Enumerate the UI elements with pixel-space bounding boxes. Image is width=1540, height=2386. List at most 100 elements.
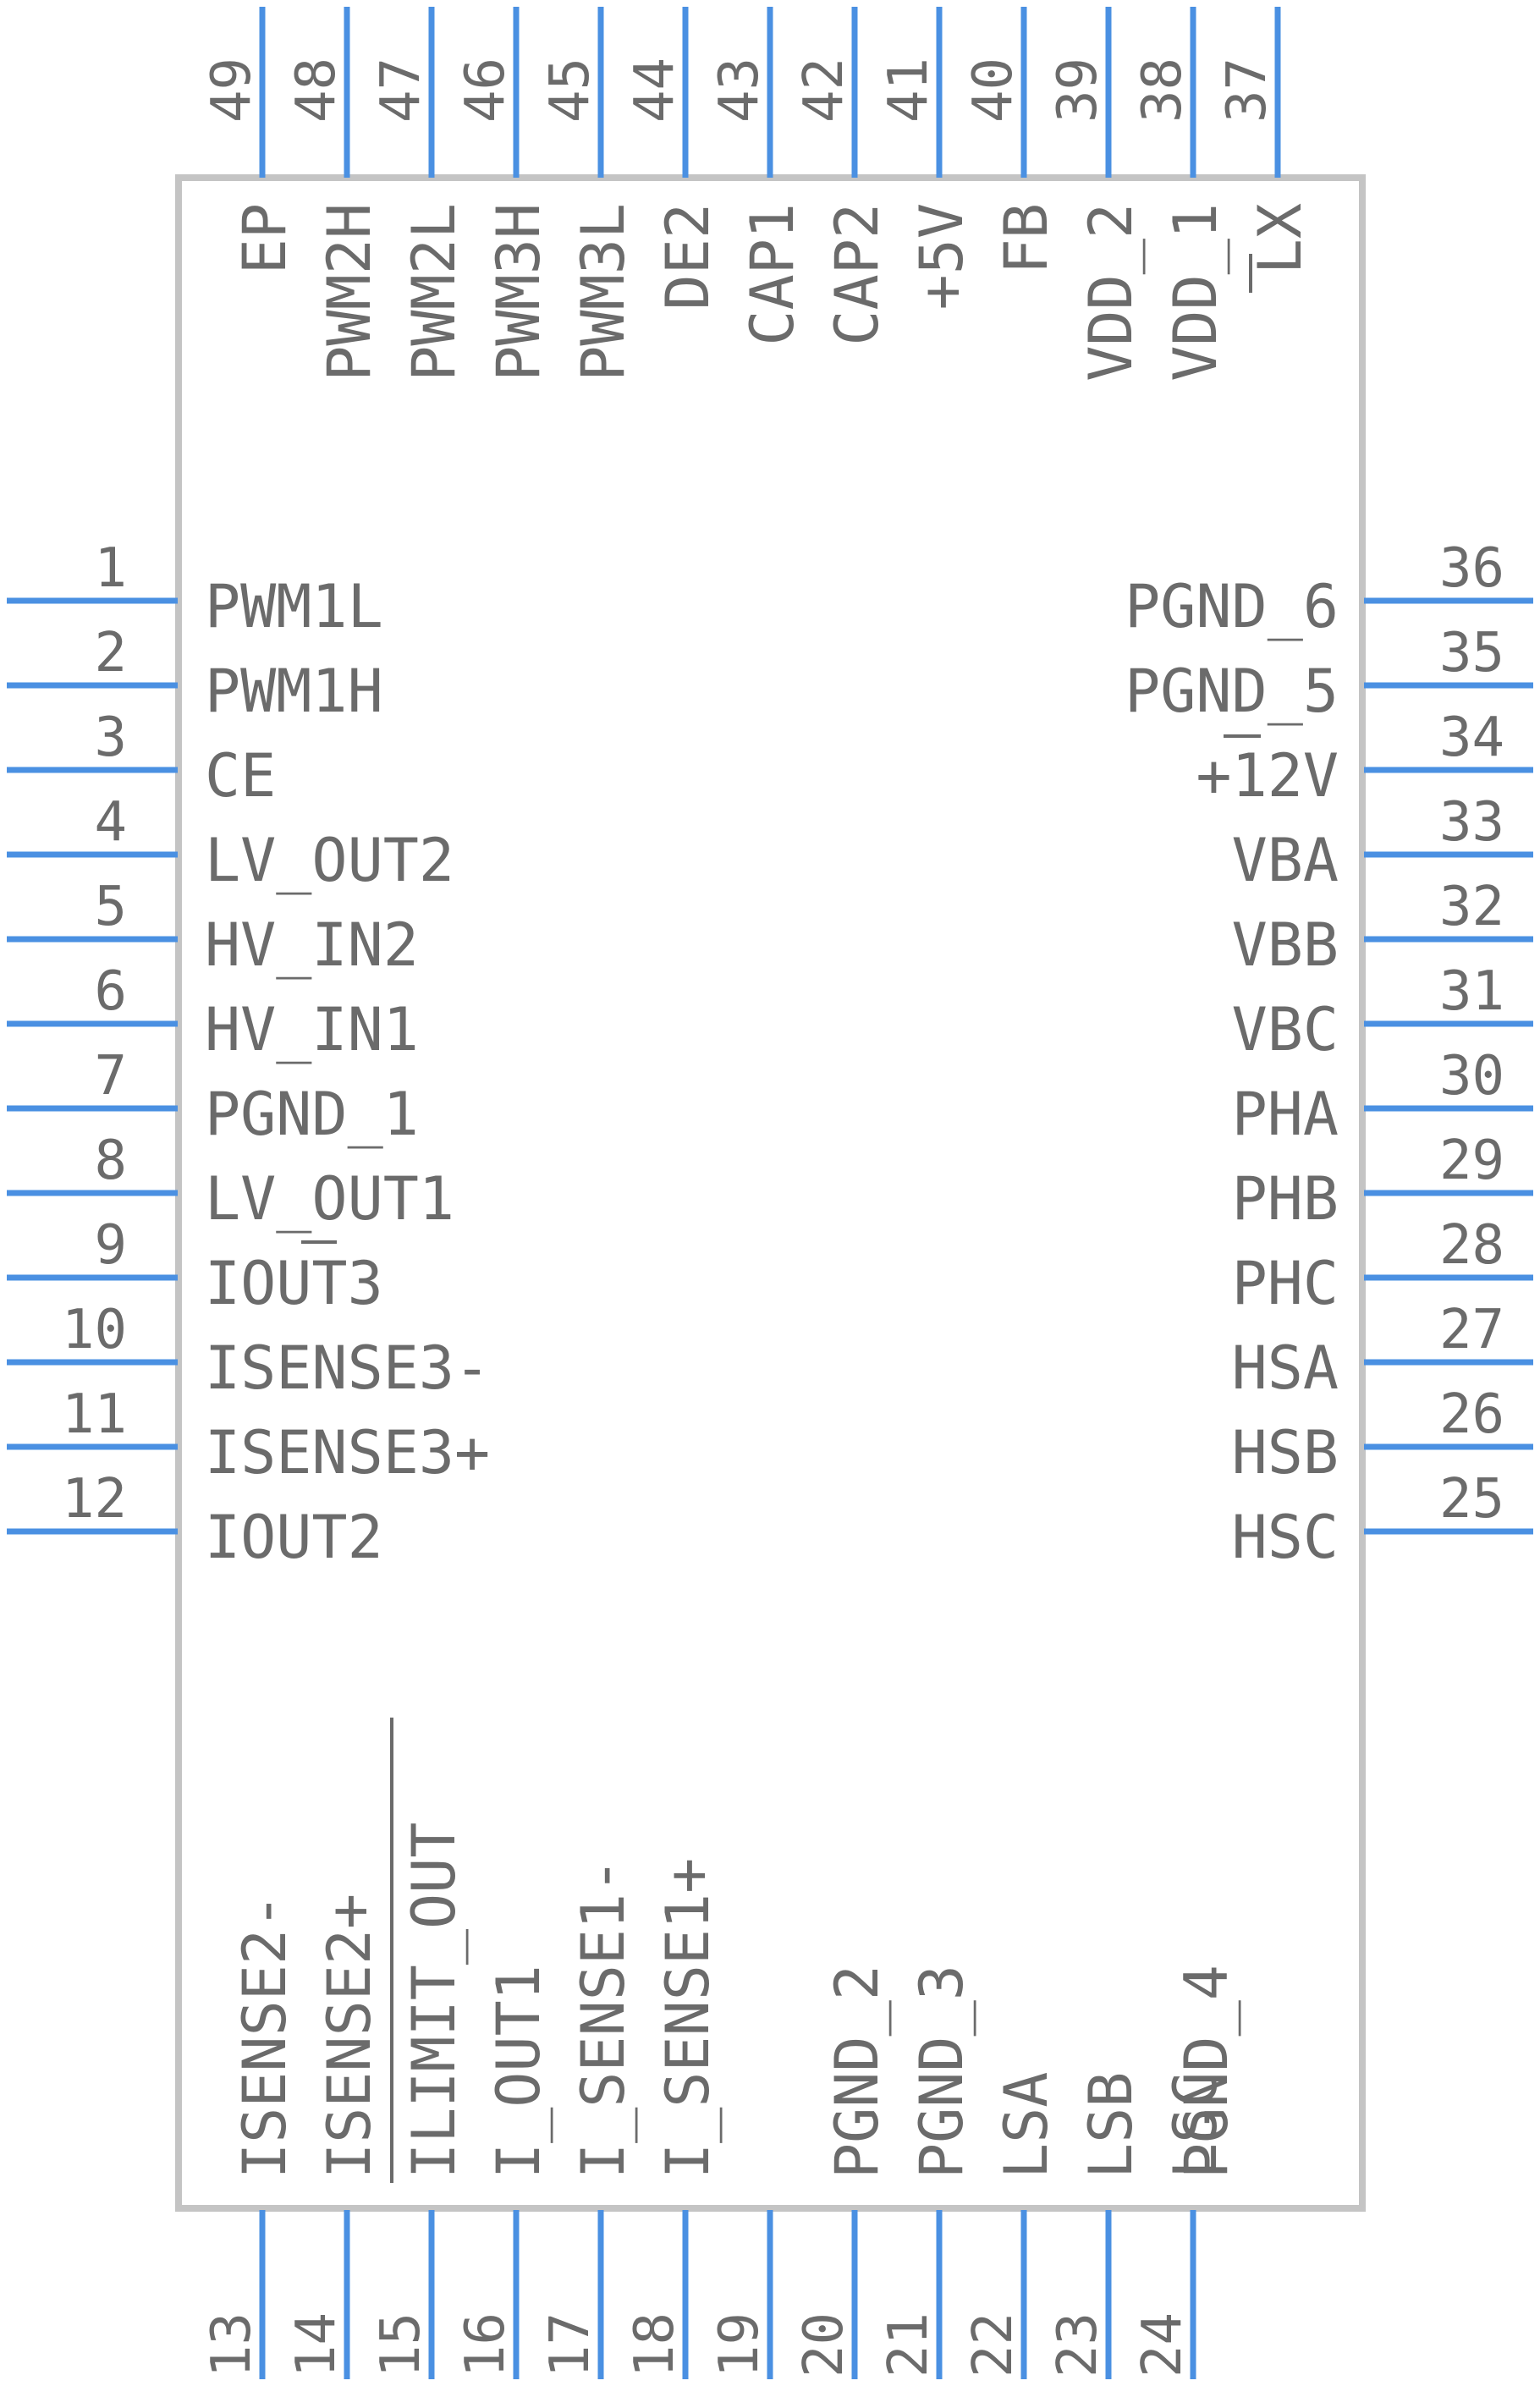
pin-label-37: LX [1246,203,1315,274]
pin-label-14: ISENSE2+ [315,1894,384,2179]
pin-number-41: 41 [877,58,940,123]
pin-number-46: 46 [454,58,517,123]
pin-number-4: 4 [94,791,127,854]
pin-label-12: IOUT2 [205,1503,383,1572]
pin-label-45: PWM3L [569,203,638,382]
pin-label-35: PGND_5 [1125,657,1339,726]
pin-number-33: 33 [1439,791,1504,854]
pin-number-37: 37 [1216,58,1279,123]
pin-label-1: PWM1L [205,572,383,641]
pin-label-29: PHB [1232,1164,1339,1234]
pin-label-6: HV_IN1 [205,995,419,1064]
pin-label-26: HSB [1232,1418,1339,1487]
pin-number-3: 3 [94,706,127,769]
pin-number-25: 25 [1439,1468,1504,1531]
pin-number-7: 7 [94,1045,127,1108]
pin-label-16: I_OUT1 [484,1965,553,2179]
pin-number-26: 26 [1439,1383,1504,1446]
pin-number-42: 42 [793,58,855,123]
pin-label-40: FB [992,203,1061,274]
pin-number-8: 8 [94,1130,127,1192]
pin-label-44: DE2 [653,203,723,310]
pin-label-25: HSC [1232,1503,1339,1572]
pin-number-49: 49 [201,58,263,123]
pin-label-18: I_SENSE1+ [653,1858,723,2179]
pin-number-20: 20 [793,2312,855,2378]
pin-number-30: 30 [1439,1045,1504,1108]
pin-number-24: 24 [1131,2312,1194,2378]
pins-layer [7,7,1533,2379]
pin-label-46: PWM3H [484,203,553,382]
pin-number-45: 45 [539,58,602,123]
pin-label-11: ISENSE3+ [205,1418,490,1487]
labels-layer: 1PWM1L2PWM1H3CE4LV_OUT25HV_IN26HV_IN17PG… [62,58,1504,2378]
pin-number-9: 9 [94,1214,127,1277]
pin-number-31: 31 [1439,960,1504,1023]
pin-label-48: PWM2H [315,203,384,382]
pin-number-44: 44 [624,58,686,123]
pin-label-33: VBA [1232,826,1339,895]
pin-label-7: PGND_1 [205,1080,419,1149]
pin-label-24b: PGND_4 [1172,1965,1241,2179]
pin-number-34: 34 [1439,706,1504,769]
pin-number-38: 38 [1131,58,1194,123]
pin-label-5: HV_IN2 [205,910,419,980]
pin-label-17: I_SENSE1- [569,1858,638,2179]
pin-label-30: PHA [1232,1080,1339,1149]
pin-number-1: 1 [94,537,127,600]
pin-label-34: +12V [1196,741,1339,811]
pin-number-47: 47 [370,58,432,123]
pin-label-4: LV_OUT2 [205,826,454,895]
pin-label-23: LSB [1076,2072,1146,2179]
pin-number-21: 21 [877,2312,940,2378]
pin-label-42: CAP2 [822,203,892,346]
pin-label-41: +5V [907,203,976,310]
pin-number-17: 17 [539,2312,602,2378]
pin-label-47: PWM2L [399,203,469,382]
pin-number-10: 10 [62,1299,127,1361]
pin-number-15: 15 [370,2312,432,2378]
pin-number-40: 40 [962,58,1025,123]
pin-number-48: 48 [285,58,348,123]
pin-number-13: 13 [201,2312,263,2378]
pin-label-2: PWM1H [205,657,383,726]
pin-label-15: ILIMIT_OUT [399,1822,469,2179]
pin-label-36: PGND_6 [1125,572,1339,641]
pin-number-12: 12 [62,1468,127,1531]
pin-number-27: 27 [1439,1299,1504,1361]
pin-number-6: 6 [94,960,127,1023]
pin-label-24: LSC [1161,2072,1230,2179]
pin-label-21: PGND_3 [907,1965,976,2179]
pin-label-31: VBC [1232,995,1339,1064]
pin-number-14: 14 [285,2312,348,2378]
pin-label-3: CE [205,741,276,811]
pin-label-10: ISENSE3- [205,1333,490,1403]
pin-label-49: EP [230,203,300,274]
pin-label-28: PHC [1232,1249,1339,1318]
pin-number-39: 39 [1047,58,1109,123]
pin-number-28: 28 [1439,1214,1504,1277]
pin-number-36: 36 [1439,537,1504,600]
pin-number-29: 29 [1439,1130,1504,1192]
pin-label-13: ISENSE2- [230,1894,300,2179]
ic-body [175,174,1366,2212]
pin-label-38: VDD_1 [1161,203,1230,382]
pin-label-43: CAP1 [738,203,807,346]
pin-label-20: PGND_2 [822,1965,892,2179]
pin-number-11: 11 [62,1383,127,1446]
pin-label-9: IOUT3 [205,1249,383,1318]
pin-number-16: 16 [454,2312,517,2378]
pin-number-2: 2 [94,622,127,684]
pin-label-32: VBB [1232,910,1339,980]
pin-label-22: LSA [992,2072,1061,2179]
pin-number-43: 43 [708,58,771,123]
pin-number-19: 19 [708,2312,771,2378]
pin-number-35: 35 [1439,622,1504,684]
pin-label-39: VDD_2 [1076,203,1146,382]
pin-number-23: 23 [1047,2312,1109,2378]
pin-number-5: 5 [94,876,127,938]
pin-number-32: 32 [1439,876,1504,938]
pin-label-8: LV_OUT1 [205,1164,454,1234]
pin-number-22: 22 [962,2312,1025,2378]
